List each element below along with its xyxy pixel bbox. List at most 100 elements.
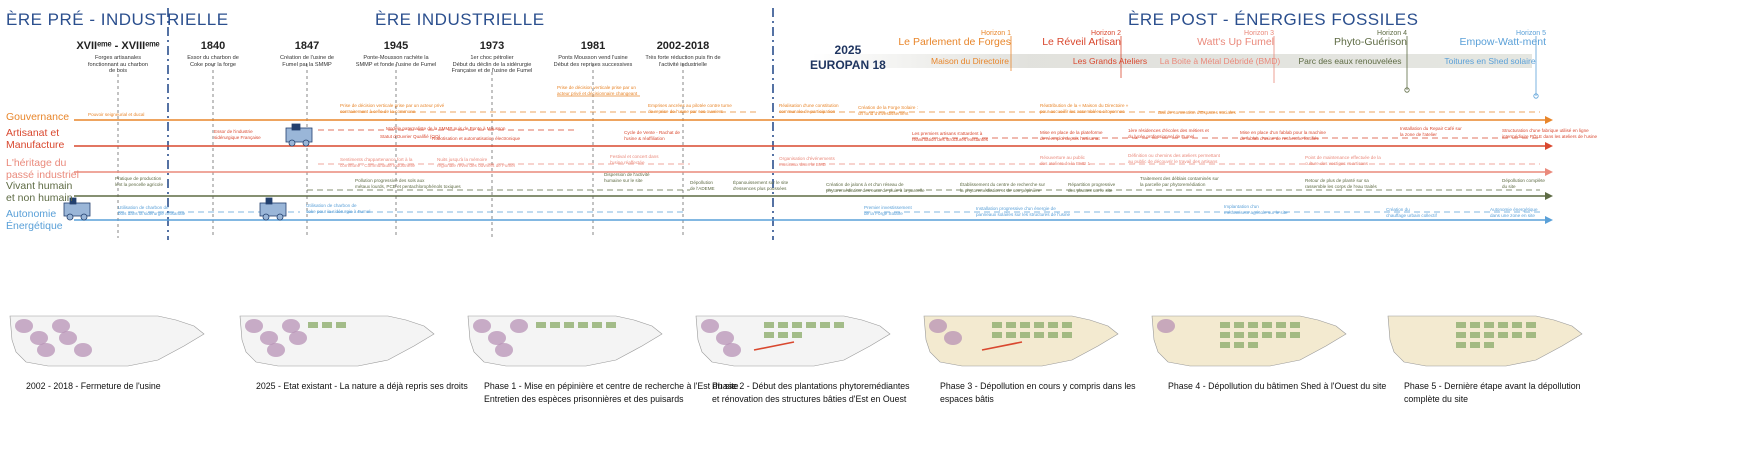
timeline-graphics bbox=[63, 8, 1620, 240]
row-axis-artisanat bbox=[74, 129, 1553, 150]
horizon-title: Watt's Up Fumel bbox=[1197, 36, 1274, 48]
horizon-band-label: Toitures en Shed solaire bbox=[1444, 56, 1536, 66]
locomotive-sketch-icon bbox=[259, 197, 287, 221]
phase-plan-image bbox=[239, 315, 435, 367]
event-note: Réattribution de la « Maison du Directoi… bbox=[1040, 103, 1129, 114]
event-note: Robotisation et automatisation électroni… bbox=[432, 136, 521, 141]
row-axis-vivant bbox=[74, 189, 1553, 200]
phase-plan-image bbox=[9, 315, 205, 367]
horizon-title: Le Parlement de Forges bbox=[898, 36, 1011, 48]
horizon-title: Empow-Watt-ment bbox=[1459, 36, 1546, 48]
row-label: Gouvernance bbox=[6, 111, 70, 123]
phase-plan-image bbox=[1387, 315, 1583, 367]
row-axis-autonomie bbox=[74, 211, 1553, 224]
event-note: Installation progressive d'un énergie de… bbox=[976, 206, 1071, 217]
cart-sketch-icon bbox=[63, 197, 91, 221]
period-year: 1973 bbox=[479, 40, 505, 52]
phase-caption: Phase 1 - Mise en pépinière et centre de… bbox=[484, 381, 739, 404]
timeline-diagram: ÈRE PRÉ - INDUSTRIELLE ÈRE INDUSTRIELLE … bbox=[6, 8, 1620, 240]
phase-caption: Phase 3 - Dépollution en cours y compris… bbox=[940, 381, 1136, 404]
phase-plan-image bbox=[923, 315, 1119, 367]
period-year: XVIIᵉᵐᵉ - XVIIIᵉᵐᵉ bbox=[76, 40, 160, 52]
period-year: 1945 bbox=[383, 40, 409, 52]
event-note: Modèle paternaliste de la SMMP puis de P… bbox=[386, 126, 506, 131]
machine-sketch-icon bbox=[285, 123, 313, 147]
row-axis-heritage bbox=[74, 163, 1553, 176]
horizon-title: Le Réveil Artisan bbox=[1042, 36, 1121, 48]
horizon-dot-5 bbox=[1533, 93, 1539, 99]
phase-plan-image bbox=[695, 315, 891, 367]
europan-year: 2025 bbox=[834, 43, 862, 57]
phase-caption: Phase 5 - Dernière étape avant la dépoll… bbox=[1404, 381, 1581, 404]
phase-caption: 2002 - 2018 - Fermeture de l'usine bbox=[26, 381, 161, 391]
era-post-fossil: ÈRE POST - ÉNERGIES FOSSILES bbox=[1128, 10, 1419, 29]
event-note: Établissement du centre de recherche sur… bbox=[960, 182, 1046, 193]
horizon-band-label: La Boite à Métal Débridé (BMD) bbox=[1159, 56, 1281, 66]
phase-plan-image bbox=[1151, 315, 1347, 367]
event-note: Création de la Forge Solaire :un fond d'… bbox=[858, 105, 919, 116]
horizon-title: Phyto-Guérison bbox=[1334, 36, 1407, 48]
horizon-label: Horizon 2 bbox=[1091, 30, 1121, 37]
period-year: 1847 bbox=[294, 40, 320, 52]
horizon-label: Horizon 5 bbox=[1516, 30, 1546, 37]
horizon-label: Horizon 3 bbox=[1244, 30, 1274, 37]
era-pre-industrial: ÈRE PRÉ - INDUSTRIELLE bbox=[6, 10, 229, 29]
phase-plan-image bbox=[467, 315, 663, 367]
row-axis-gouvernance bbox=[74, 95, 1553, 124]
phase-caption: 2025 - Etat existant - La nature a déjà … bbox=[256, 381, 468, 391]
horizon-band-label: Les Grands Ateliers bbox=[1072, 56, 1148, 66]
event-note: Statut d'Ouvrier Qualifié (OQ) bbox=[380, 134, 441, 139]
era-industrial: ÈRE INDUSTRIELLE bbox=[375, 10, 545, 29]
event-note: Pouvoir seigneurial et ducal bbox=[88, 112, 145, 117]
period-year: 1981 bbox=[580, 40, 606, 52]
event-note: Bail de convention d'Espaces sociales bbox=[1158, 110, 1236, 115]
phase-caption: Phase 4 - Dépollution du bâtimen Shed à … bbox=[1168, 381, 1387, 391]
